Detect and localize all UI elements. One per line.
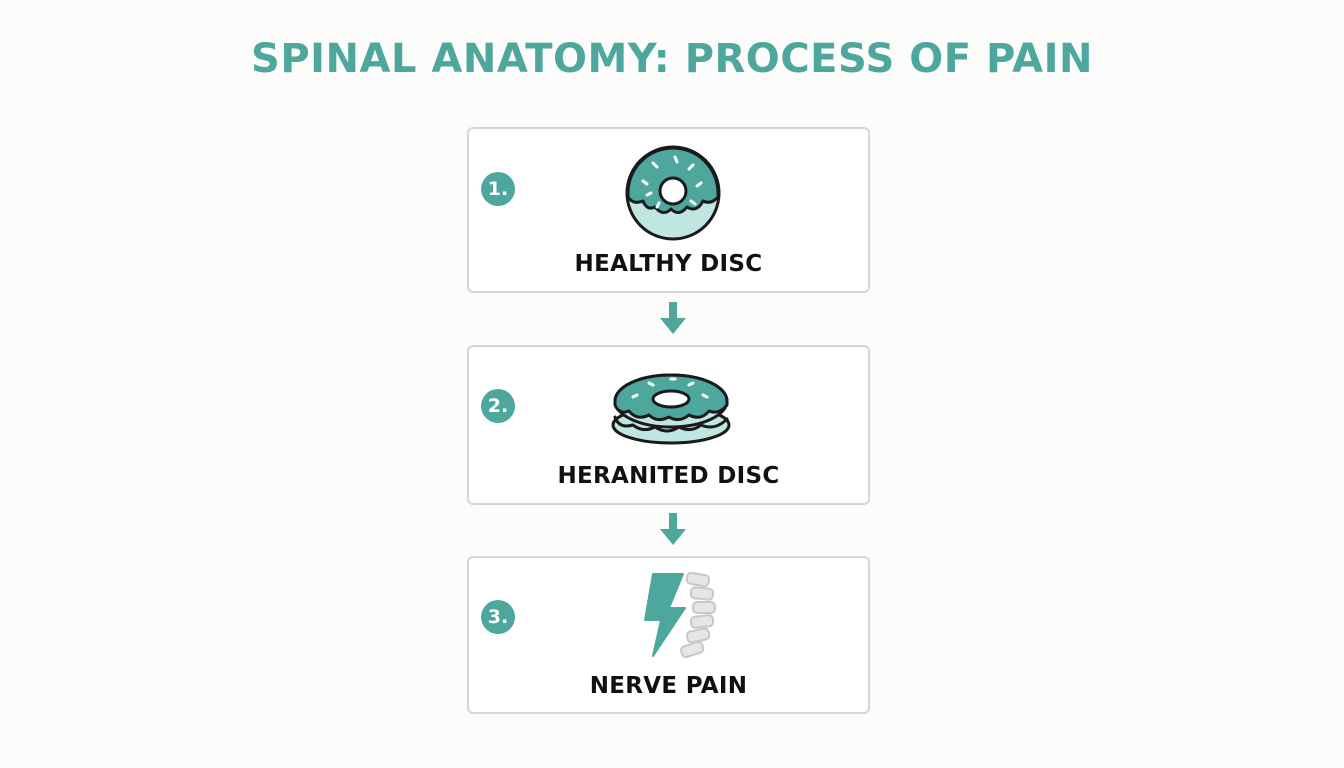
step-number-badge: 1.	[481, 172, 515, 206]
step-card-herniated-disc: 2. HERANITED DISC	[467, 345, 870, 505]
healthy-disc-icon	[625, 145, 721, 241]
down-arrow-icon	[660, 513, 686, 545]
step-label: HEALTHY DISC	[574, 251, 763, 277]
nerve-pain-icon	[644, 571, 716, 659]
step-number-badge: 2.	[481, 389, 515, 423]
step-card-healthy-disc: 1. HEALTHY DISC	[467, 127, 870, 293]
step-number-badge: 3.	[481, 600, 515, 634]
step-label: HERANITED DISC	[557, 463, 780, 489]
herniated-disc-icon	[611, 373, 731, 445]
step-card-nerve-pain: 3. NERVE PAIN	[467, 556, 870, 714]
step-label: NERVE PAIN	[589, 673, 748, 699]
page-title: SPINAL ANATOMY: PROCESS OF PAIN	[251, 36, 1093, 82]
down-arrow-icon	[660, 302, 686, 334]
